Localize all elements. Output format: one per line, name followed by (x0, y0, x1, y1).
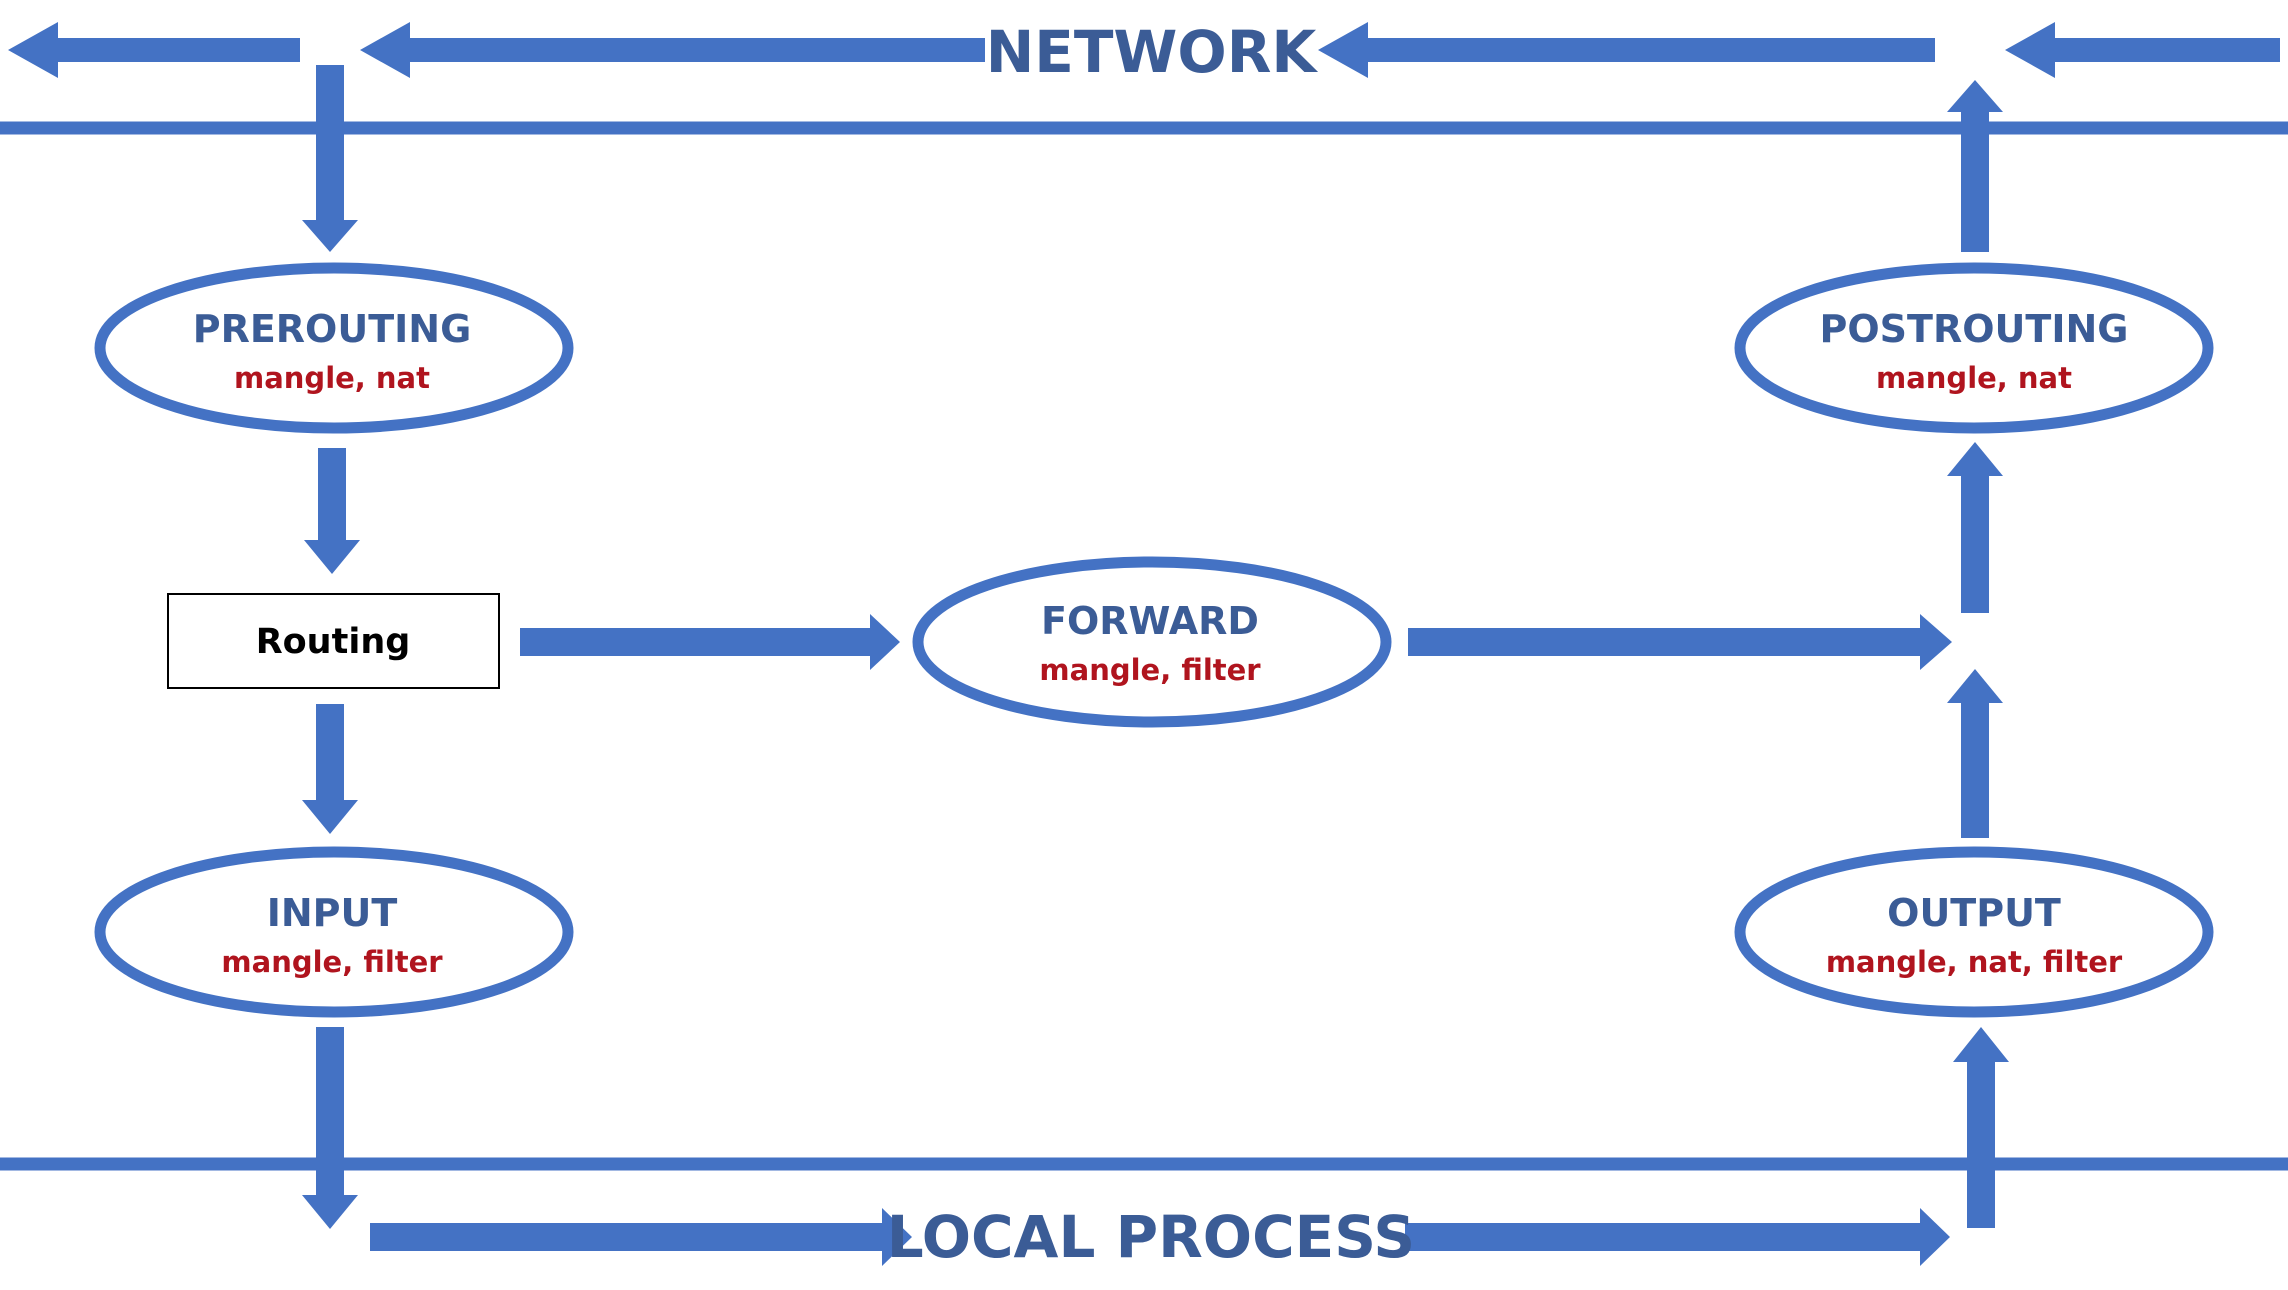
arrow-routing-to-forward (520, 614, 900, 670)
prerouting-ellipse (94, 262, 574, 434)
chain-prerouting: PREROUTING mangle, nat (94, 262, 574, 434)
input-title: INPUT (267, 891, 398, 935)
chain-output: OUTPUT mangle, nat, filter (1734, 846, 2214, 1018)
arrow-network-to-prerouting (302, 65, 358, 252)
routing-box: Routing (167, 593, 500, 689)
chain-postrouting: POSTROUTING mangle, nat (1734, 262, 2214, 434)
forward-title: FORWARD (1041, 599, 1259, 643)
postrouting-title: POSTROUTING (1820, 307, 2129, 351)
local-process-arrow-right-2 (1405, 1208, 1950, 1266)
forward-tables: mangle, filter (1039, 653, 1261, 687)
arrow-prerouting-to-routing (304, 448, 360, 574)
chain-input: INPUT mangle, filter (94, 846, 574, 1018)
routing-box-rect (167, 593, 500, 689)
output-title: OUTPUT (1887, 891, 2061, 935)
input-ellipse (94, 846, 574, 1018)
network-arrow-left-1 (8, 22, 300, 78)
local-process-arrow-right-1 (370, 1208, 912, 1266)
input-tables: mangle, filter (221, 945, 443, 979)
forward-ellipse (912, 556, 1392, 728)
network-arrow-left-4 (2005, 22, 2280, 78)
arrow-output-to-merge (1947, 669, 2003, 838)
output-tables: mangle, nat, filter (1826, 945, 2123, 979)
postrouting-ellipse (1734, 262, 2214, 434)
network-arrow-left-2 (360, 22, 985, 78)
local-process-label: LOCAL PROCESS (887, 1203, 1415, 1271)
arrow-postrouting-to-network (1947, 80, 2003, 252)
routing-label: Routing (256, 622, 411, 662)
network-label: NETWORK (986, 18, 1319, 86)
arrow-forward-to-merge (1408, 614, 1952, 670)
network-arrow-left-3 (1318, 22, 1935, 78)
prerouting-title: PREROUTING (193, 307, 472, 351)
chain-forward: FORWARD mangle, filter (912, 556, 1392, 728)
output-ellipse (1734, 846, 2214, 1018)
prerouting-tables: mangle, nat (234, 361, 430, 395)
arrow-local-process-to-output (1953, 1027, 2009, 1228)
arrow-input-to-local-process (302, 1027, 358, 1229)
arrow-routing-to-input (302, 704, 358, 834)
postrouting-tables: mangle, nat (1876, 361, 2072, 395)
arrow-merge-to-postrouting (1947, 442, 2003, 613)
